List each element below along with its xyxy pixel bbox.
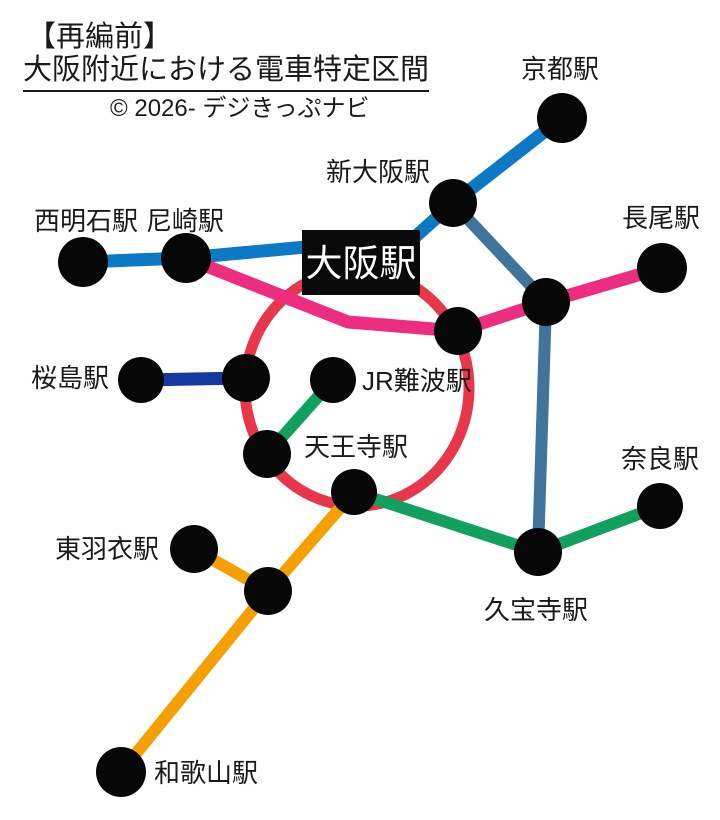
- station-label-nagao: 長尾駅: [622, 203, 700, 233]
- station-label-higashi-hagoromo: 東羽衣駅: [55, 534, 159, 564]
- edition-tag: 【再編前】: [27, 21, 173, 53]
- station-label-kyoto: 京都駅: [521, 54, 599, 84]
- station-node-jr-namba: [310, 357, 356, 403]
- station-node-kyuhoji: [514, 528, 562, 576]
- station-node-amagasaki: [161, 233, 211, 283]
- page-title: 大阪附近における電車特定区間: [23, 46, 430, 92]
- station-label-nishiakashi: 西明石駅: [34, 206, 138, 236]
- station-label-amagasaki: 尼崎駅: [146, 206, 224, 236]
- station-node-tennoji: [331, 469, 377, 515]
- station-label-sakurajima: 桜島駅: [31, 363, 109, 393]
- copyright-note: © 2026- デジきっぷナビ: [110, 95, 370, 122]
- station-node-shin-osaka: [429, 179, 477, 227]
- station-node-nagao: [637, 243, 687, 293]
- station-node-higashi-hagoromo: [170, 525, 218, 573]
- junction-node-loop-east: [434, 307, 482, 355]
- station-label-jr-namba: JR難波駅: [362, 366, 472, 396]
- station-node-nara: [637, 483, 683, 529]
- station-node-sakurajima: [118, 357, 164, 403]
- station-label-osaka: 大阪駅: [306, 243, 417, 284]
- station-highlight-box-osaka: [302, 230, 420, 295]
- station-label-shin-osaka: 新大阪駅: [326, 157, 430, 187]
- junction-node-branch: [244, 567, 292, 615]
- station-node-kyoto: [537, 93, 587, 143]
- junction-node-loop-southwest: [243, 430, 291, 478]
- junction-node-northeast: [522, 278, 570, 326]
- station-label-nara: 奈良駅: [621, 444, 699, 474]
- station-label-kyuhoji: 久宝寺駅: [484, 595, 588, 625]
- station-label-wakayama: 和歌山駅: [154, 758, 258, 788]
- junction-node-loop-west: [222, 354, 270, 402]
- station-node-nishiakashi: [58, 237, 108, 287]
- green-line-east: [352, 486, 663, 558]
- station-node-wakayama: [96, 747, 146, 797]
- station-label-tennoji: 天王寺駅: [304, 432, 408, 462]
